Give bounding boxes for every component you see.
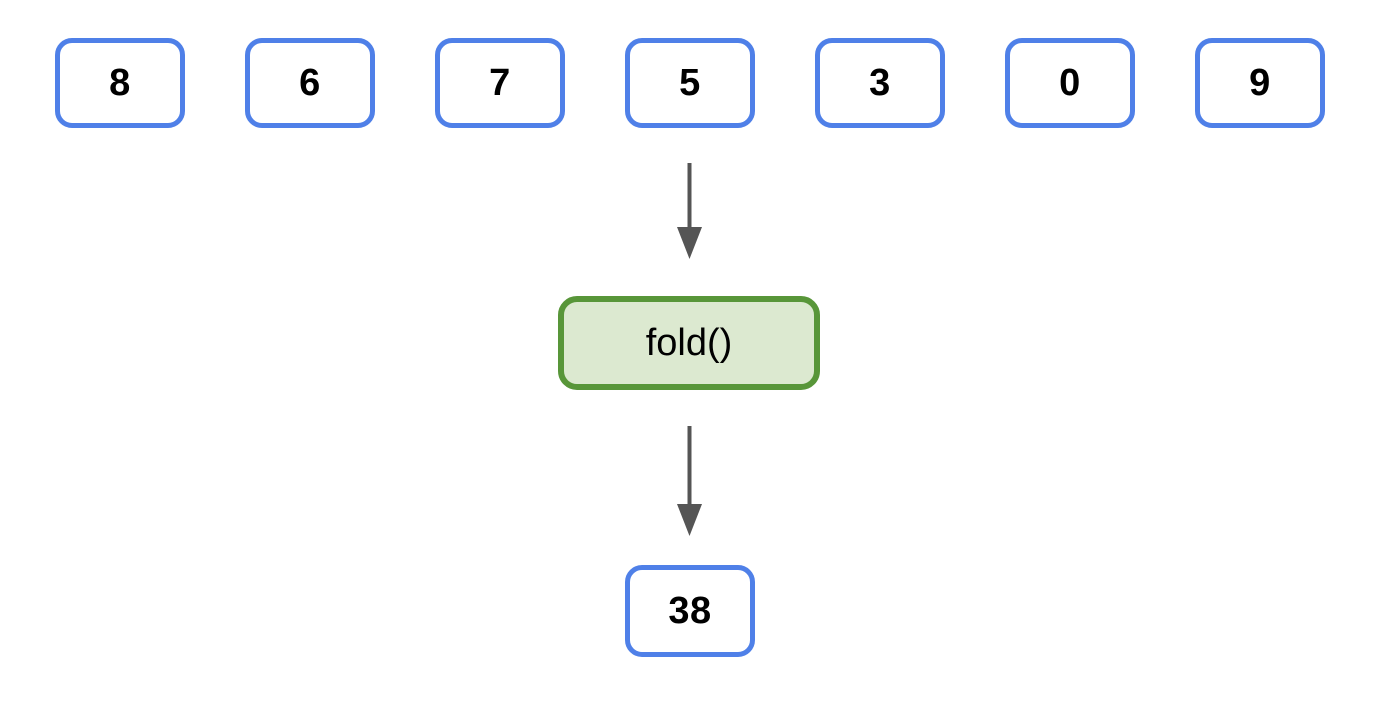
operation-box-fold[interactable]: fold(): [558, 296, 820, 390]
input-value-box-5[interactable]: 3: [815, 38, 945, 128]
arrow-down-input-to-fold: [677, 163, 702, 259]
input-value-box-3[interactable]: 7: [435, 38, 565, 128]
result-value-label: 38: [668, 590, 712, 632]
input-value-box-1[interactable]: 8: [55, 38, 185, 128]
input-value-label: 3: [869, 62, 891, 104]
input-value-label: 9: [1249, 62, 1271, 104]
input-value-label: 8: [109, 62, 131, 104]
result-value-box[interactable]: 38: [625, 565, 755, 657]
input-value-box-2[interactable]: 6: [245, 38, 375, 128]
input-value-label: 7: [489, 62, 511, 104]
input-value-label: 5: [679, 62, 701, 104]
arrow-down-fold-to-result: [677, 426, 702, 536]
input-value-label: 6: [299, 62, 321, 104]
input-value-box-7[interactable]: 9: [1195, 38, 1325, 128]
input-value-box-6[interactable]: 0: [1005, 38, 1135, 128]
operation-label: fold(): [645, 322, 733, 364]
input-value-label: 0: [1059, 62, 1081, 104]
input-value-box-4[interactable]: 5: [625, 38, 755, 128]
